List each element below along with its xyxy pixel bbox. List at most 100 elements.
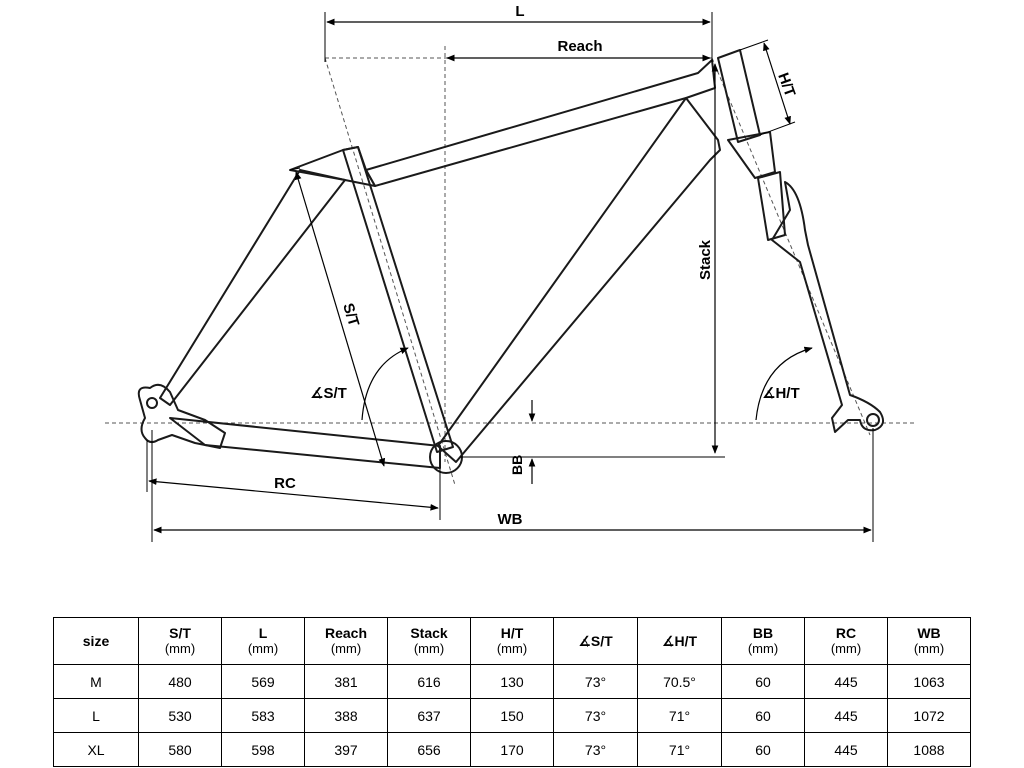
size-cell: M — [53, 664, 139, 699]
fork-crown — [727, 131, 776, 179]
header-label: WB — [917, 625, 941, 641]
dim-st-angle: ∡S/T — [310, 347, 409, 421]
bike-frame — [137, 49, 885, 474]
rear-dropout — [137, 383, 226, 449]
value-cell: 60 — [721, 698, 805, 733]
table-header-cell: RC(mm) — [804, 617, 888, 665]
value-cell: 580 — [138, 732, 222, 767]
dropout-axle — [146, 397, 158, 409]
header-label: L — [258, 625, 268, 641]
value-cell: 656 — [387, 732, 471, 767]
dim-st: S/T — [289, 167, 386, 467]
value-cell: 73° — [553, 664, 638, 699]
value-cell: 397 — [304, 732, 388, 767]
header-unit: (mm) — [164, 641, 196, 656]
value-cell: 569 — [221, 664, 305, 699]
label-st-angle: ∡S/T — [310, 385, 347, 402]
header-label: RC — [835, 625, 857, 641]
value-cell: 73° — [553, 732, 638, 767]
dim-l: L — [324, 3, 713, 62]
value-cell: 583 — [221, 698, 305, 733]
value-cell: 60 — [721, 664, 805, 699]
chain-stay — [169, 417, 441, 469]
value-cell: 480 — [138, 664, 222, 699]
size-cell: L — [53, 698, 139, 733]
label-st: S/T — [339, 301, 362, 328]
value-cell: 616 — [387, 664, 471, 699]
value-cell: 1088 — [887, 732, 971, 767]
dim-rc: RC — [146, 440, 441, 520]
header-label: ∡H/T — [661, 633, 698, 649]
down-tube — [437, 97, 721, 463]
value-cell: 598 — [221, 732, 305, 767]
dim-bb: BB — [509, 400, 536, 484]
table-header-cell: size — [53, 617, 139, 665]
value-cell: 1063 — [887, 664, 971, 699]
dim-stack: Stack — [460, 63, 725, 458]
value-cell: 150 — [470, 698, 554, 733]
value-cell: 73° — [553, 698, 638, 733]
header-label: Stack — [410, 625, 448, 641]
table-header-cell: S/T(mm) — [138, 617, 222, 665]
header-unit: (mm) — [496, 641, 528, 656]
fork-lower — [771, 181, 885, 433]
header-unit: (mm) — [830, 641, 862, 656]
value-cell: 637 — [387, 698, 471, 733]
top-tube — [365, 59, 716, 187]
dim-reach: Reach — [446, 38, 711, 62]
label-reach: Reach — [557, 38, 602, 55]
value-cell: 130 — [470, 664, 554, 699]
label-wb: WB — [498, 511, 523, 528]
header-unit: (mm) — [747, 641, 779, 656]
bike-geometry-diagram: L Reach H/T Stack S/T ∡S/T ∡H/T BB — [105, 3, 915, 542]
label-l: L — [515, 3, 524, 20]
value-cell: 71° — [637, 698, 722, 733]
header-label: ∡S/T — [578, 633, 613, 649]
seat-tube — [342, 146, 454, 453]
header-unit: (mm) — [413, 641, 445, 656]
table-header-cell: BB(mm) — [721, 617, 805, 665]
value-cell: 445 — [804, 698, 888, 733]
label-stack: Stack — [697, 239, 714, 280]
table-header-cell: Reach(mm) — [304, 617, 388, 665]
table-header-cell: ∡H/T — [637, 617, 722, 665]
header-unit: (mm) — [330, 641, 362, 656]
header-label: Reach — [324, 625, 368, 641]
value-cell: 60 — [721, 732, 805, 767]
value-cell: 70.5° — [637, 664, 722, 699]
value-cell: 1072 — [887, 698, 971, 733]
value-cell: 445 — [804, 664, 888, 699]
table-header-cell: H/T(mm) — [470, 617, 554, 665]
header-label: H/T — [500, 625, 524, 641]
value-cell: 388 — [304, 698, 388, 733]
label-rc: RC — [274, 475, 296, 492]
seat-stay — [159, 169, 346, 406]
dim-wb: WB — [151, 428, 874, 542]
fork-leg — [757, 171, 786, 241]
header-label: BB — [752, 625, 774, 641]
header-label: size — [82, 633, 110, 649]
value-cell: 71° — [637, 732, 722, 767]
header-unit: (mm) — [247, 641, 279, 656]
fork-axle — [866, 413, 880, 427]
table-header-cell: Stack(mm) — [387, 617, 471, 665]
table-header-cell: WB(mm) — [887, 617, 971, 665]
size-cell: XL — [53, 732, 139, 767]
value-cell: 170 — [470, 732, 554, 767]
value-cell: 381 — [304, 664, 388, 699]
label-ht: H/T — [774, 71, 798, 100]
head-tube — [717, 49, 761, 143]
value-cell: 445 — [804, 732, 888, 767]
value-cell: 530 — [138, 698, 222, 733]
header-label: S/T — [169, 625, 191, 641]
table-header-cell: ∡S/T — [553, 617, 638, 665]
label-bb: BB — [509, 455, 525, 475]
label-ht-angle: ∡H/T — [762, 385, 800, 402]
table-header-cell: L(mm) — [221, 617, 305, 665]
construction-lines — [105, 46, 915, 486]
